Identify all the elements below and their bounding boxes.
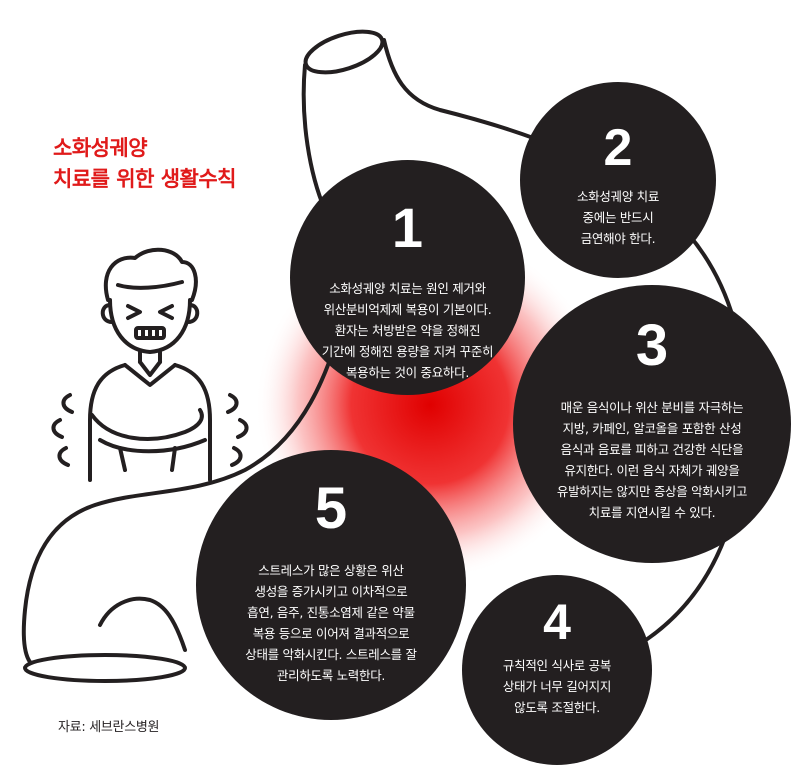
duodenum-inner	[98, 596, 187, 652]
tip-text: 스트레스가 많은 상황은 위산 생성을 증가시키고 이차적으로 흡연, 음주, …	[245, 563, 417, 683]
esophagus-opening	[303, 29, 385, 75]
tip-text: 소화성궤양 치료 중에는 반드시 금연해야 한다.	[576, 189, 660, 246]
tip-circle-3: 3 매운 음식이나 위산 분비를 자극하는 지방, 카페인, 알코올을 포함한 …	[513, 285, 791, 563]
tip-circle-2: 2 소화성궤양 치료 중에는 반드시 금연해야 한다.	[520, 82, 716, 278]
tip-number: 2	[603, 119, 633, 177]
tip-number: 4	[543, 594, 571, 650]
tip-circle-5: 5 스트레스가 많은 상황은 위산 생성을 증가시키고 이차적으로 흡연, 음주…	[196, 450, 466, 720]
stomach-outline-lower	[21, 288, 352, 664]
man-in-pain-icon	[51, 247, 249, 482]
title-line-2: 치료를 위한 생활수칙	[53, 167, 237, 191]
tip-number: 1	[391, 196, 424, 259]
tip-circle-4: 4 규칙적인 식사로 공복 상태가 너무 길어지지 않도록 조절한다.	[462, 575, 652, 765]
tip-text: 규칙적인 식사로 공복 상태가 너무 길어지지 않도록 조절한다.	[502, 658, 612, 715]
tip-number: 5	[314, 476, 348, 541]
title-line-1: 소화성궤양	[53, 136, 148, 160]
infographic-title: 소화성궤양 치료를 위한 생활수칙	[53, 133, 237, 195]
tip-number: 3	[635, 313, 669, 378]
duodenum-opening	[23, 653, 187, 683]
tip-circle-1: 1 소화성궤양 치료는 원인 제거와 위산분비억제제 복용이 기본이다. 환자는…	[290, 160, 525, 395]
tip-text: 소화성궤양 치료는 원인 제거와 위산분비억제제 복용이 기본이다. 환자는 처…	[321, 281, 494, 380]
source-note: 자료: 세브란스병원	[58, 720, 160, 735]
tip-text: 매운 음식이나 위산 분비를 자극하는 지방, 카페인, 알코올을 포함한 산성…	[556, 400, 748, 520]
